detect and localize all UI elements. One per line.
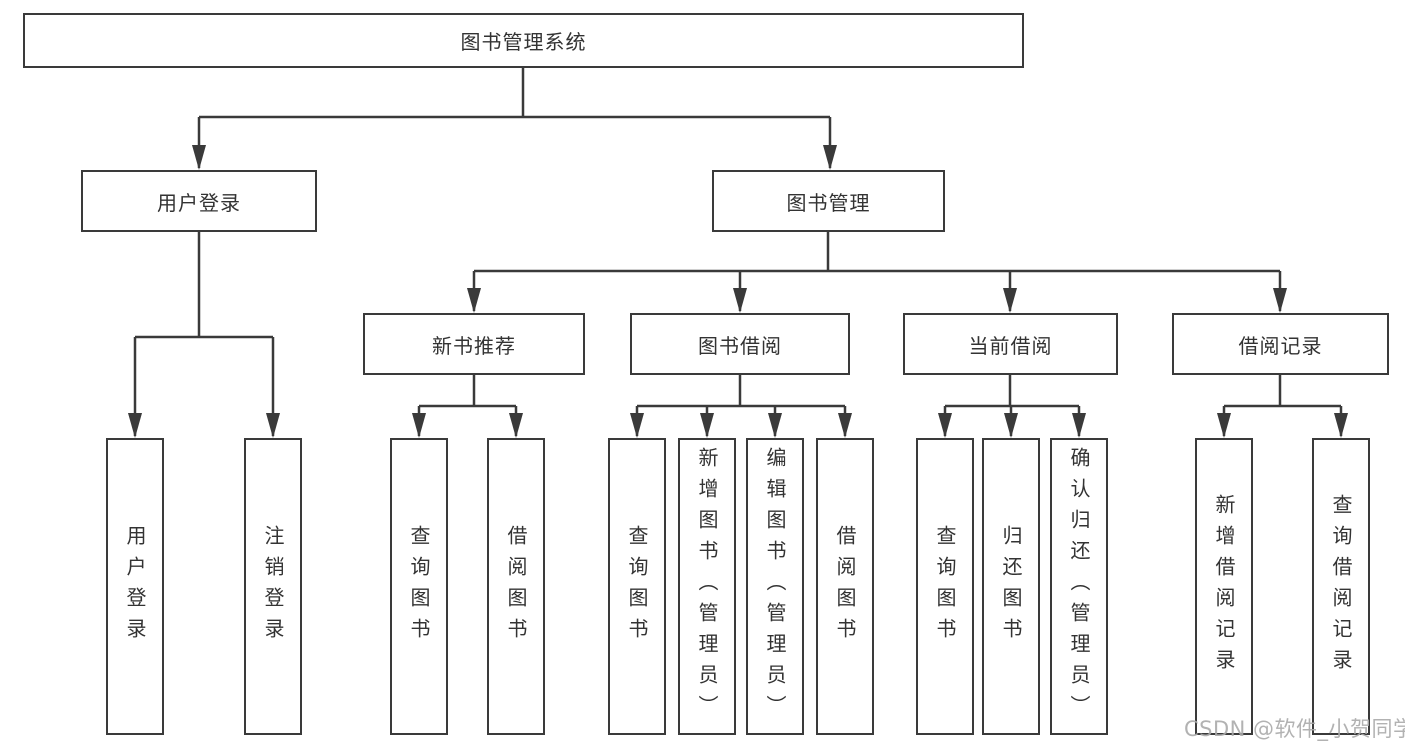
leaf-query-books-newbook: 查询图书: [390, 438, 448, 735]
node-library-management-system: 图书管理系统: [23, 13, 1024, 68]
connector-new-book-branch: [412, 375, 523, 438]
node-borrowing-records: 借阅记录: [1172, 313, 1389, 375]
leaf-return-books: 归还图书: [982, 438, 1040, 735]
csdn-watermark: CSDN @软件_小贺同学: [1184, 717, 1405, 741]
leaf-borrow-books-newbook: 借阅图书: [487, 438, 545, 735]
connector-book-management-branch: [467, 232, 1287, 313]
leaf-query-books-borrow: 查询图书: [608, 438, 666, 735]
leaf-user-login: 用户登录: [106, 438, 164, 735]
connector-root-to-level2: [192, 68, 837, 170]
leaf-query-borrow-record: 查询借阅记录: [1312, 438, 1370, 735]
leaf-query-books-current: 查询图书: [916, 438, 974, 735]
leaf-confirm-return-admin: 确认归还（管理员）: [1050, 438, 1108, 735]
connector-book-borrowing-branch: [630, 375, 852, 438]
node-user-login: 用户登录: [81, 170, 317, 232]
node-book-borrowing: 图书借阅: [630, 313, 850, 375]
node-new-book-recommendation: 新书推荐: [363, 313, 585, 375]
connector-current-borrowing-branch: [938, 375, 1086, 438]
connector-user-login-branch: [128, 232, 280, 438]
leaf-add-book-admin: 新增图书（管理员）: [678, 438, 736, 735]
leaf-logout: 注销登录: [244, 438, 302, 735]
node-book-management: 图书管理: [712, 170, 945, 232]
node-current-borrowing: 当前借阅: [903, 313, 1118, 375]
leaf-add-borrow-record: 新增借阅记录: [1195, 438, 1253, 735]
leaf-borrow-books: 借阅图书: [816, 438, 874, 735]
leaf-edit-book-admin: 编辑图书（管理员）: [746, 438, 804, 735]
connector-borrowing-records-branch: [1217, 375, 1348, 438]
